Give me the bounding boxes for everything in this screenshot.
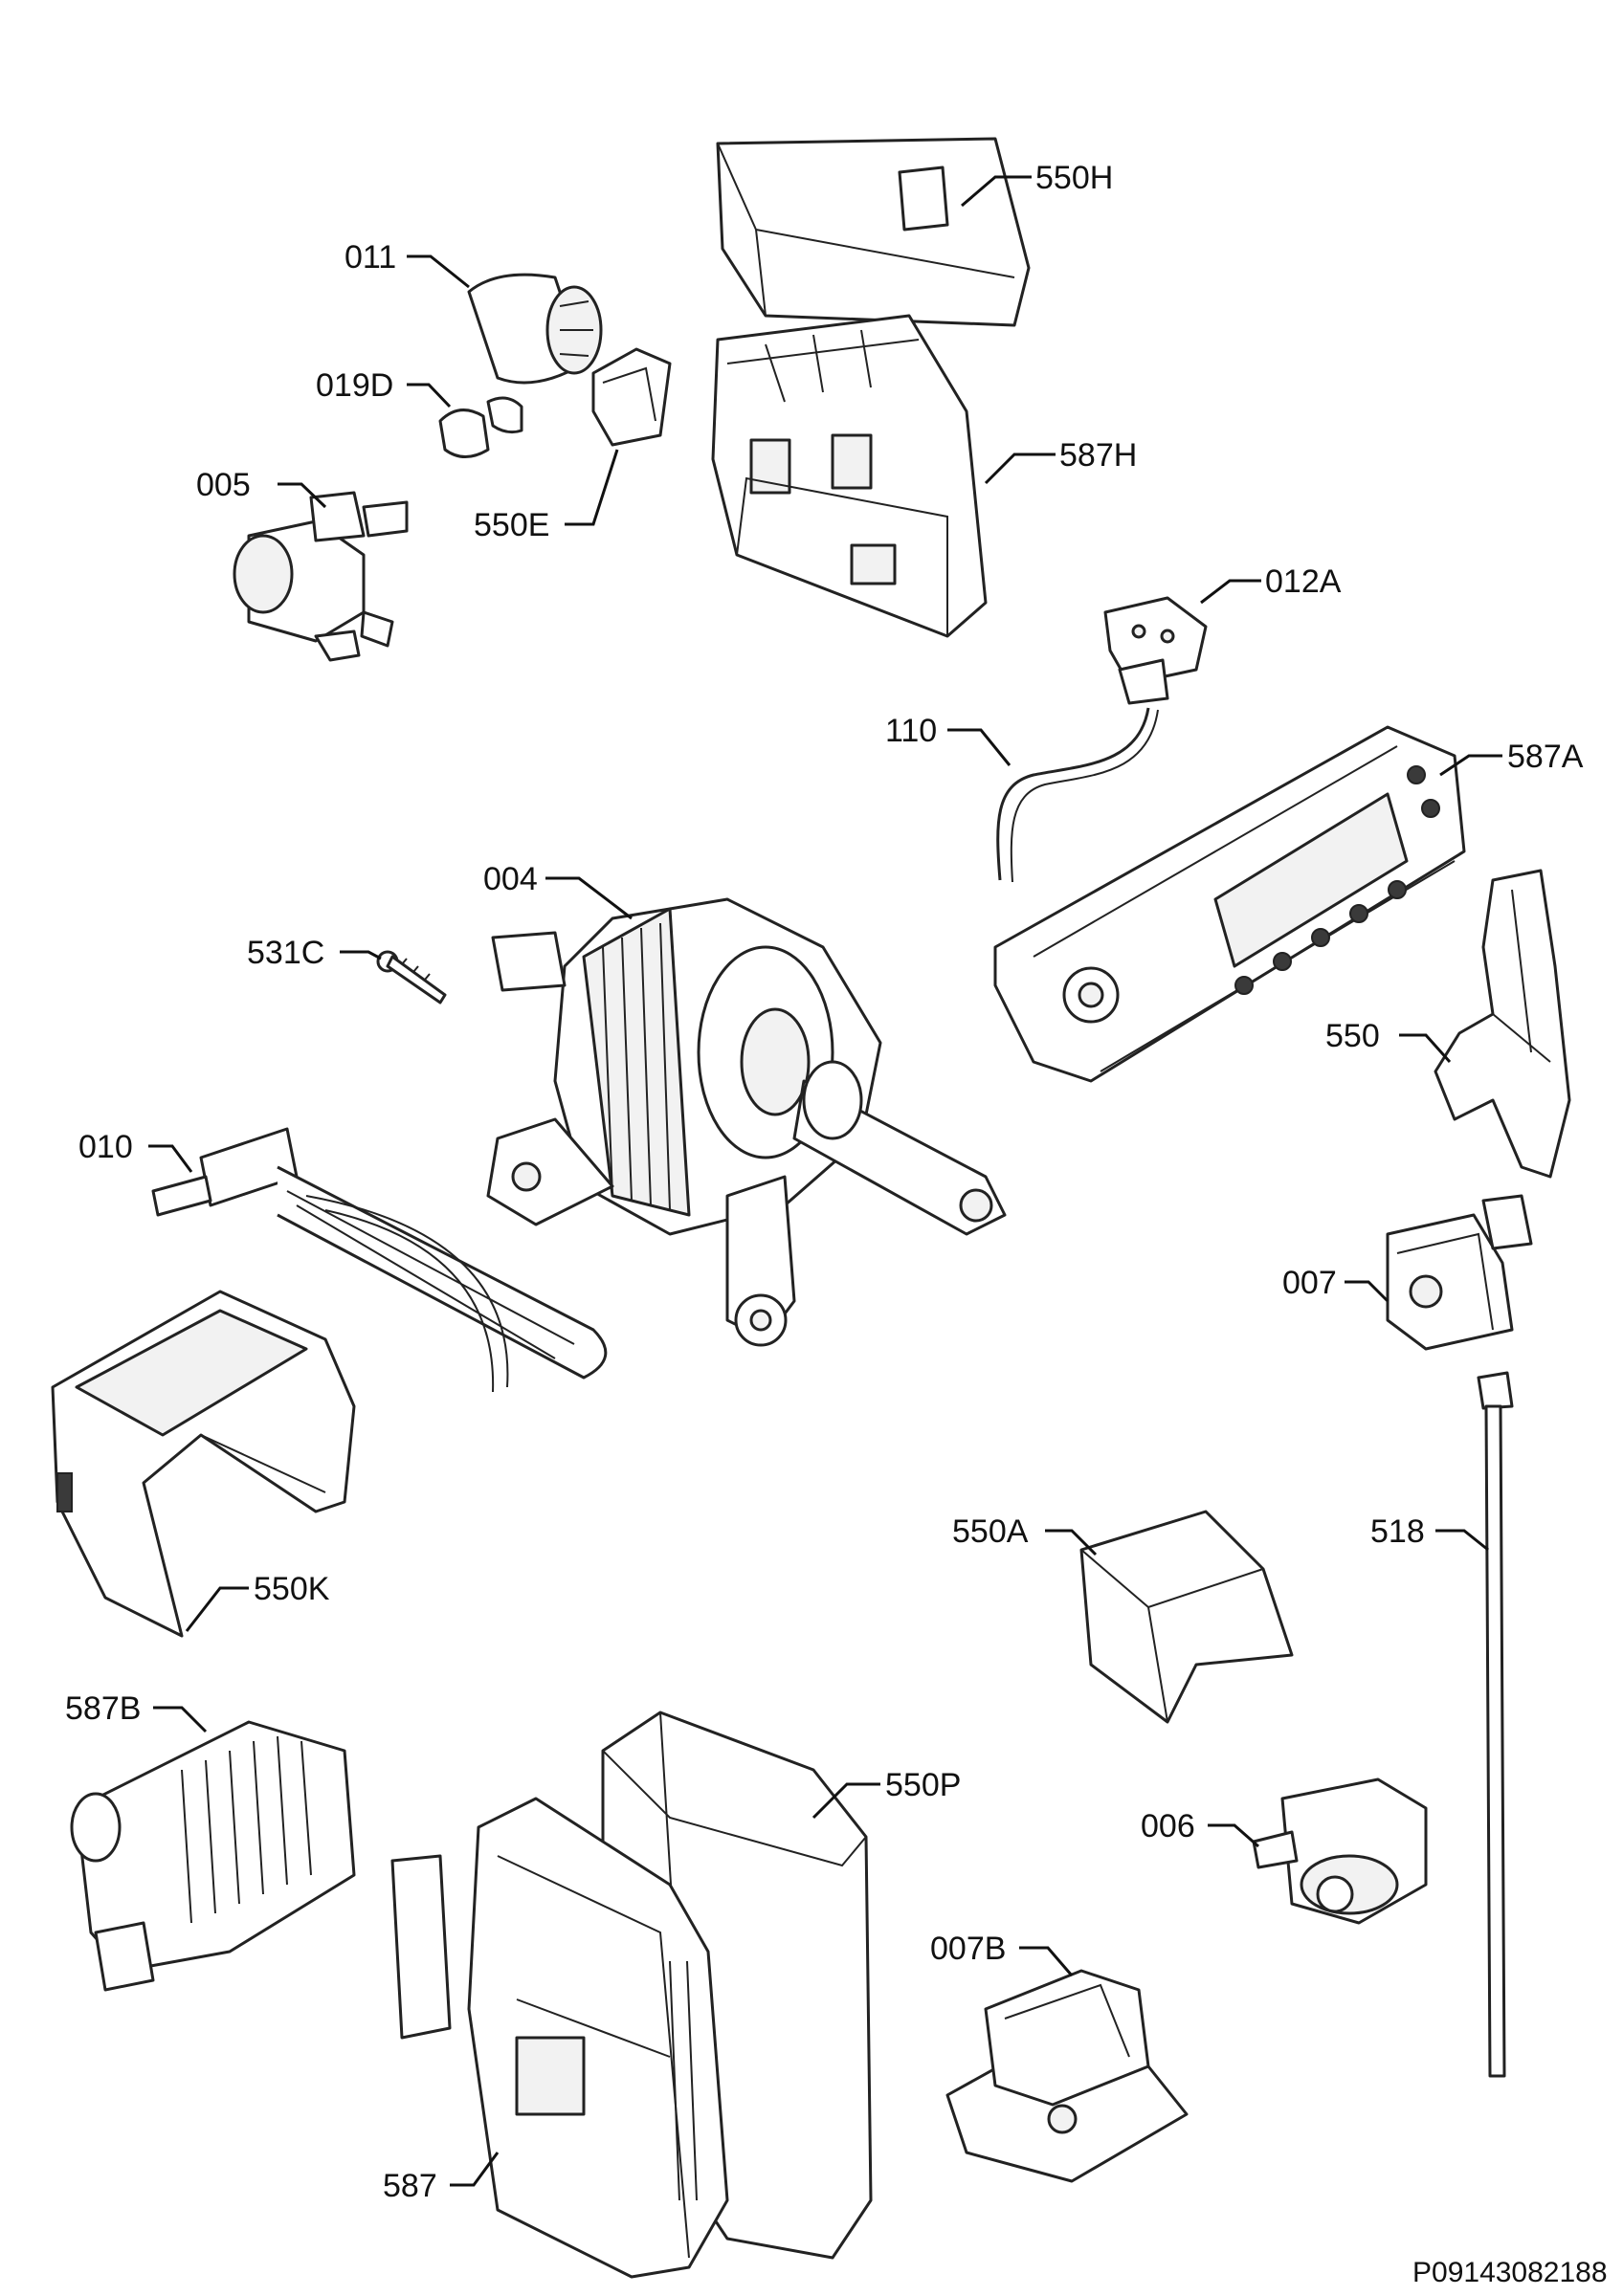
leader-587 [450,2152,500,2187]
callout-007[interactable]: 007 [1282,1265,1337,1301]
leader-550 [1399,1033,1452,1063]
callout-012A[interactable]: 012A [1265,563,1342,600]
leader-004 [545,876,633,920]
part-550-bracket[interactable] [1434,869,1571,1179]
leader-550A [1045,1529,1098,1556]
part-550A-cover[interactable] [1079,1510,1294,1724]
callout-550H[interactable]: 550H [1035,160,1113,196]
leader-006 [1208,1823,1259,1848]
part-019D-clamp[interactable] [438,396,523,458]
leader-550E [565,449,619,526]
leader-587A [1439,754,1502,777]
callout-006[interactable]: 006 [1141,1808,1195,1844]
callout-110[interactable]: 110 [885,713,937,749]
part-550E-cover[interactable] [591,347,672,447]
part-007-door-lock[interactable] [1386,1194,1533,1351]
part-587H-electronic-module[interactable] [711,314,988,638]
callout-550E[interactable]: 550E [474,507,549,543]
leader-110 [947,728,1012,766]
callout-550P[interactable]: 550P [885,1767,961,1803]
callout-518[interactable]: 518 [1370,1513,1425,1550]
callout-011[interactable]: 011 [345,239,396,276]
leader-005 [278,482,327,509]
part-531C-screw[interactable] [376,950,447,1004]
callout-019D[interactable]: 019D [316,367,393,404]
callout-010[interactable]: 010 [78,1129,133,1165]
part-006-pressure-switch[interactable] [1252,1777,1428,1925]
leader-550P [812,1782,880,1820]
leader-019D [407,383,452,408]
callout-587B[interactable]: 587B [65,1690,141,1727]
part-007B-lock-base[interactable] [945,1969,1189,2183]
leader-531C [340,950,382,960]
leader-550H [961,175,1032,208]
part-587A-control-panel[interactable] [993,725,1466,1083]
part-005-inlet-valve[interactable] [233,491,409,662]
part-550H-cover[interactable] [716,137,1031,327]
leader-587B [153,1706,208,1733]
part-110-cable[interactable] [996,707,1159,883]
leader-518 [1435,1529,1489,1552]
leader-010 [148,1144,193,1173]
callout-550[interactable]: 550 [1325,1018,1380,1054]
part-550K-cover[interactable] [51,1290,356,1638]
callout-587H[interactable]: 587H [1059,437,1137,474]
leader-007 [1345,1280,1390,1303]
leader-007B [1019,1946,1074,1976]
leader-587H [984,453,1056,485]
leader-012A [1200,579,1261,605]
callout-005[interactable]: 005 [196,467,251,503]
callout-587A[interactable]: 587A [1507,739,1584,775]
callout-550A[interactable]: 550A [952,1513,1029,1550]
part-004-motor[interactable] [486,897,1007,1347]
part-587B-heatsink-module[interactable] [70,1720,356,1992]
leader-550K [185,1586,249,1632]
callout-587[interactable]: 587 [383,2168,437,2204]
callout-007B[interactable]: 007B [930,1931,1006,1967]
part-587-electronic-board[interactable] [390,1797,729,2279]
callout-550K[interactable]: 550K [254,1571,330,1607]
part-518-rod[interactable] [1477,1371,1514,2078]
part-012A-connector[interactable] [1103,596,1208,705]
part-010-heating-element[interactable] [151,1127,608,1393]
callout-531C[interactable]: 531C [247,935,324,971]
leader-011 [407,254,470,289]
document-number: P09143082188 [1412,2257,1608,2288]
part-011-capacitor[interactable] [467,273,603,385]
callout-004[interactable]: 004 [483,861,538,897]
